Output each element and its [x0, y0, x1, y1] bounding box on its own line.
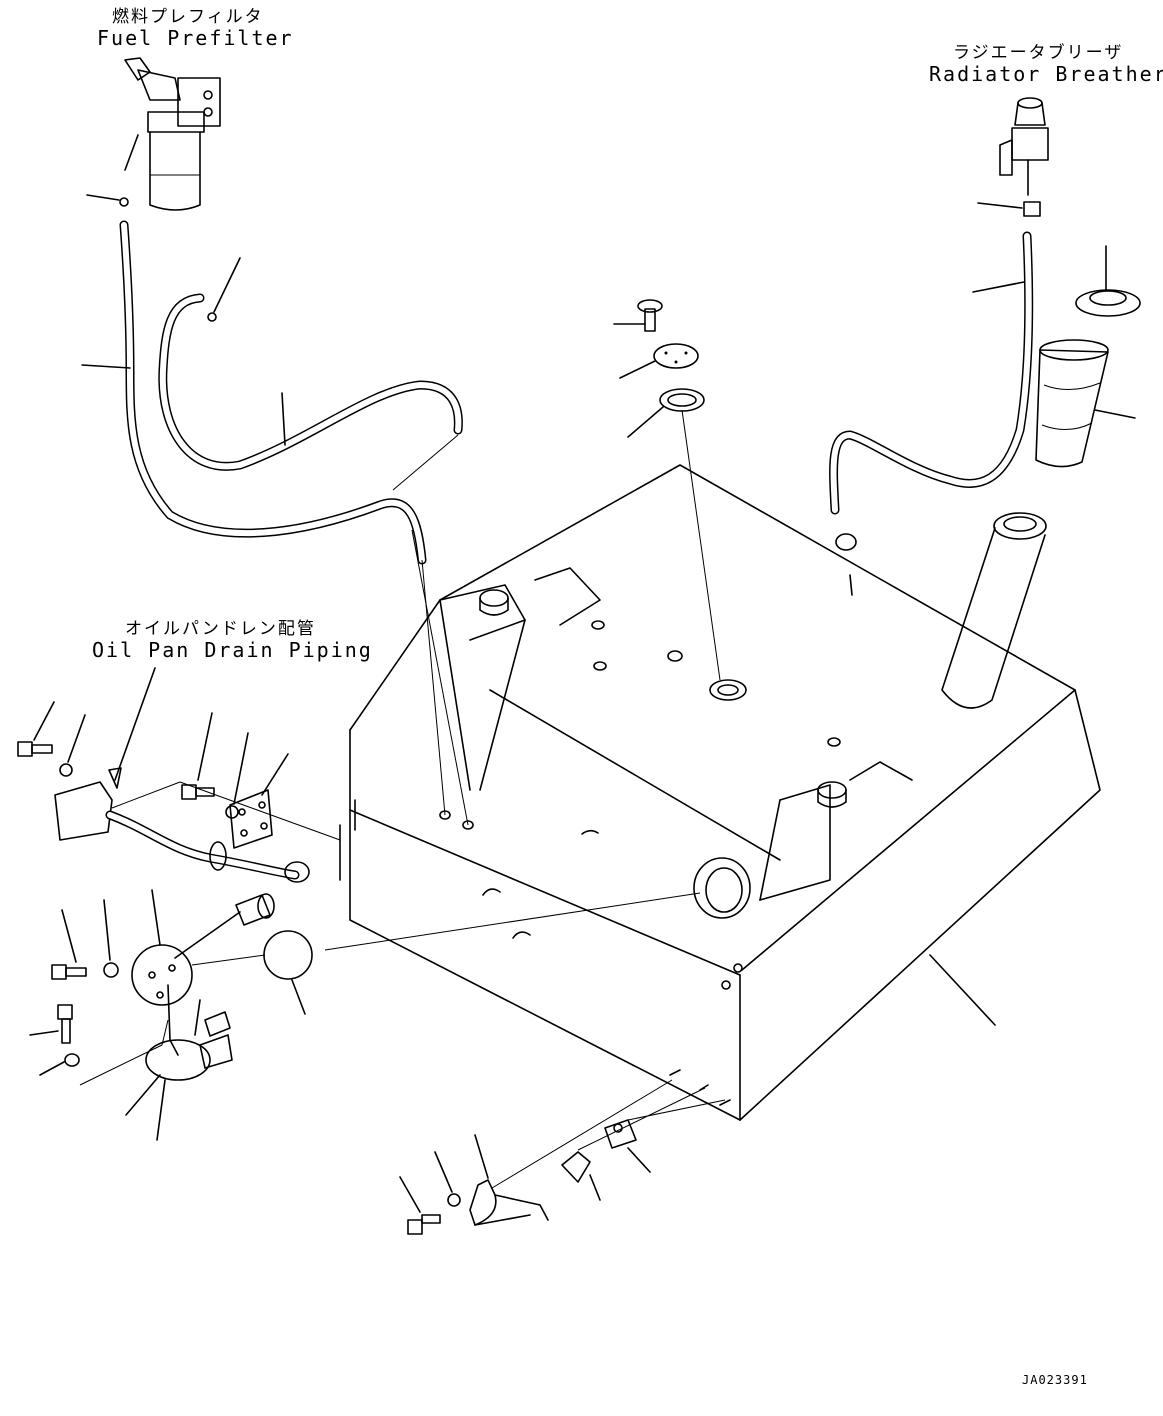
cover-plate	[619, 343, 699, 379]
radiator-breather	[999, 97, 1049, 196]
drawing-code: JA023391	[1022, 1373, 1088, 1387]
prefilter-oring	[86, 194, 129, 207]
breather-adapter	[977, 201, 1041, 217]
drain-washer	[59, 714, 86, 777]
clamp-bolt	[399, 1176, 441, 1235]
fuel-prefilter-label-en: Fuel Prefilter	[97, 26, 294, 50]
fuel-tank	[339, 464, 1101, 1121]
filler-cap	[1075, 245, 1141, 317]
fuel-sender-unit	[131, 889, 275, 1081]
sender-connector	[125, 1074, 166, 1141]
fuel-hose-left	[81, 220, 427, 565]
sender-washer	[103, 899, 119, 978]
fuel-hose-right	[158, 293, 463, 471]
breather-hose	[829, 231, 1034, 515]
elbow-fitting	[561, 1151, 601, 1201]
drain-bracket	[229, 753, 289, 849]
drain-valve	[604, 1119, 651, 1173]
sensor-bolt	[29, 1004, 73, 1044]
oil-pan-drain-label-jp: オイルパンドレン配管	[125, 619, 316, 639]
drain-pipe-assembly	[54, 781, 310, 883]
cover-bolt	[613, 299, 663, 332]
drain-bolt	[17, 701, 55, 757]
sensor-washer	[39, 1053, 80, 1076]
hose-clamp	[835, 533, 857, 551]
pipe-clamp	[469, 1134, 549, 1226]
filler-strainer	[1035, 339, 1136, 468]
filler-neck	[941, 512, 1047, 709]
cover-gasket	[627, 388, 705, 438]
sender-gasket	[263, 930, 313, 1015]
bracket-bolt	[181, 712, 215, 800]
radiator-breather-label-jp: ラジエータブリーザ	[953, 43, 1124, 63]
oil-pan-drain-label-en: Oil Pan Drain Piping	[92, 638, 373, 662]
clamp-washer	[434, 1151, 461, 1207]
hose-clip	[207, 257, 241, 322]
radiator-breather-label-en: Radiator Breather	[929, 62, 1163, 86]
sender-bolt	[51, 909, 87, 980]
fuel-prefilter	[124, 57, 221, 211]
fuel-prefilter-label-jp: 燃料プレフィルタ	[112, 7, 264, 27]
